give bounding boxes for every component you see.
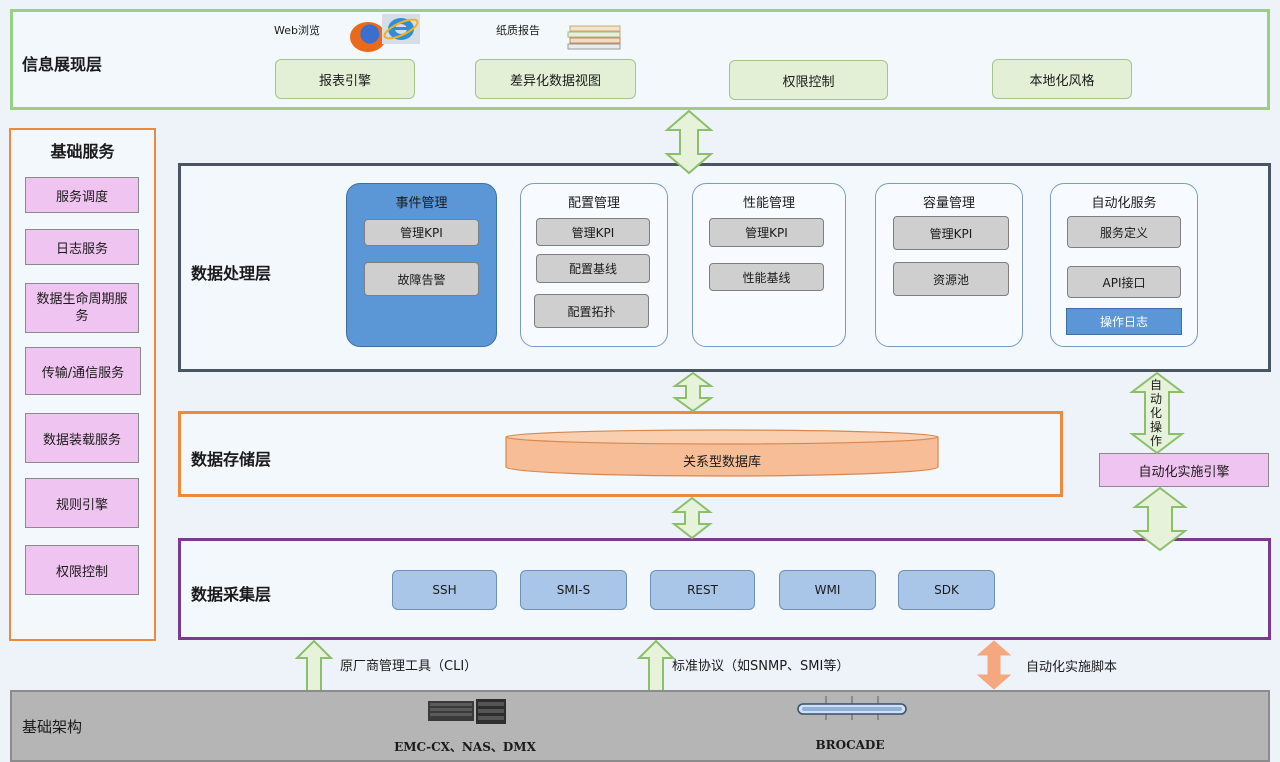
relational-database-label: 关系型数据库 [682,455,761,470]
permission-control-box: 权限控制 [729,60,888,100]
engine-collection-double-arrow [1132,486,1188,552]
data-lifecycle-service-label: 数据生命周期服务 [36,292,128,324]
fault-alarm-box: 故障告警 [364,262,479,296]
rule-engine-box: 规则引擎 [25,478,139,528]
infrastructure-title: 基础架构 [22,718,83,736]
config-kpi-box: 管理KPI [536,218,650,246]
san-switch-icon [796,696,908,722]
storage-array-icon [428,699,508,725]
capacity-management-title: 容量管理 [922,196,975,211]
processing-storage-double-arrow [671,371,715,413]
brocade-label: BROCADE [815,738,885,752]
event-kpi-box: 管理KPI [364,219,479,246]
firefox-icon [350,22,386,52]
config-topology-box: 配置拓扑 [534,294,649,328]
paper-report-label: 纸质报告 [496,24,540,37]
wmi-box: WMI [779,570,876,610]
transport-service-box: 传输/通信服务 [25,347,141,395]
api-interface-box: API接口 [1067,266,1181,298]
basic-permission-control-box: 权限控制 [25,545,139,595]
performance-kpi-box: 管理KPI [709,218,824,247]
ssh-box: SSH [392,570,497,610]
config-management-title: 配置管理 [567,196,620,211]
relational-database-cylinder [504,428,940,478]
service-definition-box: 服务定义 [1067,216,1181,248]
sdk-box: SDK [898,570,995,610]
cli-label: 原厂商管理工具（CLI） [340,659,478,674]
storage-layer-title: 数据存储层 [191,450,272,469]
cli-up-arrow [294,639,334,692]
log-service-box: 日志服务 [25,229,139,265]
data-loading-service-box: 数据装载服务 [25,413,139,463]
capacity-kpi-box: 管理KPI [893,216,1009,250]
storage-devices-label: EMC-CX、NAS、DMX [394,740,536,754]
storage-collection-double-arrow [671,496,713,540]
basic-services-title: 基础服务 [50,142,115,161]
config-baseline-box: 配置基线 [536,254,650,283]
automation-engine-box: 自动化实施引擎 [1099,453,1269,487]
collection-layer-title: 数据采集层 [191,585,272,604]
script-double-arrow [976,640,1012,690]
performance-baseline-box: 性能基线 [709,263,824,291]
script-label: 自动化实施脚本 [1026,660,1118,675]
automation-operation-label: 自动化操作 [1149,378,1162,448]
report-engine-box: 报表引擎 [275,59,415,99]
presentation-processing-double-arrow [664,109,714,175]
presentation-layer-title: 信息展现层 [22,55,103,74]
processing-layer-title: 数据处理层 [191,264,272,283]
smi-s-box: SMI-S [520,570,627,610]
automation-service-title: 自动化服务 [1091,196,1157,211]
data-lifecycle-service-box: 数据生命周期服务 [25,283,139,333]
standard-protocol-up-arrow [636,639,676,692]
resource-pool-box: 资源池 [893,262,1009,296]
event-management-title: 事件管理 [395,196,448,211]
infrastructure-layer [10,690,1270,762]
standard-protocol-label: 标准协议（如SNMP、SMI等） [672,659,850,674]
service-scheduling-box: 服务调度 [25,177,139,213]
ie-icon [382,14,420,44]
paper-stack-icon [566,24,624,50]
automation-operation-double-arrow [1129,371,1185,455]
localization-style-box: 本地化风格 [992,59,1132,99]
rest-box: REST [650,570,755,610]
differentiated-view-box: 差异化数据视图 [475,59,636,99]
performance-management-title: 性能管理 [742,196,795,211]
web-browse-label: Web浏览 [274,24,320,37]
operation-log-box: 操作日志 [1066,308,1182,335]
